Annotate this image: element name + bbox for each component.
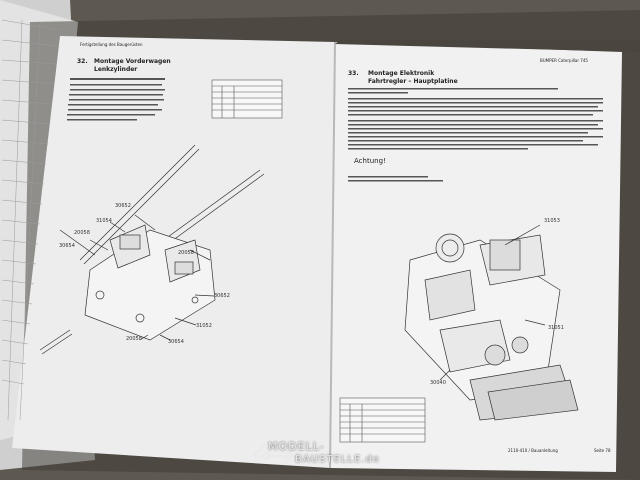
right-footer-page: Seite 78: [594, 448, 611, 453]
right-step-title: Montage Elektronik: [368, 70, 435, 77]
warning-label: Achtung!: [354, 157, 386, 165]
left-step-subtitle: Lenkzylinder: [94, 66, 138, 73]
steering-cylinder-drawing: [39, 144, 265, 355]
right-step-subtitle: Fahrtregler – Hauptplatine: [368, 78, 458, 85]
part-label: 31054: [96, 218, 112, 224]
right-step-number: 33.: [348, 70, 359, 77]
part-label: 30654: [168, 339, 184, 345]
electronics-drawing: [404, 224, 579, 421]
left-step-number: 32.: [77, 58, 88, 65]
right-footer-left: 2110-410 / Bauanleitung: [508, 448, 558, 453]
part-label: 20058: [126, 336, 142, 342]
left-step-title: Montage Vorderwagen: [94, 58, 171, 65]
part-label: 30654: [59, 243, 75, 249]
part-label: 30652: [214, 293, 230, 299]
left-running-header: Fertigstellung des Baugerüsten: [80, 42, 143, 47]
part-label: 31053: [544, 218, 560, 224]
part-label: 31052: [196, 323, 212, 329]
part-label: 30652: [115, 203, 131, 209]
part-label: 31051: [548, 325, 564, 331]
watermark-line1: MODELL-: [268, 440, 325, 453]
part-label: 20058: [178, 250, 194, 256]
right-parts-table: [339, 397, 426, 443]
watermark-line2: BAUSTELLE.de: [295, 454, 380, 465]
left-parts-table: [211, 79, 283, 119]
right-running-header: BUMPER Caterpillar 745: [540, 58, 588, 63]
part-label: 20058: [74, 230, 90, 236]
part-label: 30040: [430, 380, 446, 386]
watermark-car-icon: [254, 441, 298, 460]
